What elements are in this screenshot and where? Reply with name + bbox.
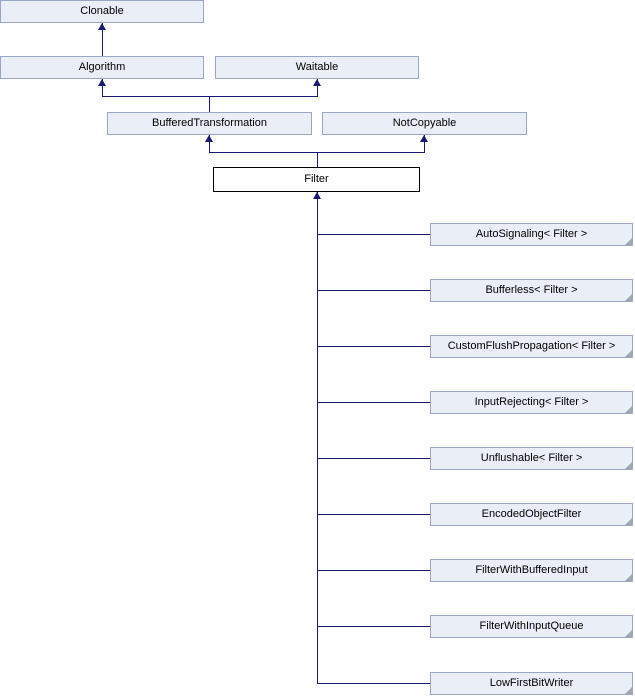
edge-branch-unflushable [317, 458, 430, 459]
class-node-clonable[interactable]: Clonable [0, 0, 204, 23]
class-node-encodedobjectfilter[interactable]: EncodedObjectFilter [430, 503, 633, 526]
class-node-notcopyable[interactable]: NotCopyable [322, 112, 527, 135]
edge-branch-bufferless [317, 290, 430, 291]
edge-branch-customflushpropagation [317, 346, 430, 347]
edge-stub-filter-top [317, 152, 318, 167]
class-node-filterwithbufferedinput[interactable]: FilterWithBufferedInput [430, 559, 633, 582]
class-node-algorithm[interactable]: Algorithm [0, 56, 204, 79]
class-node-inputrejecting[interactable]: InputRejecting< Filter > [430, 391, 633, 414]
class-node-filterwithinputqueue[interactable]: FilterWithInputQueue [430, 615, 633, 638]
class-node-waitable[interactable]: Waitable [215, 56, 419, 79]
edge-stub-waitable [317, 79, 318, 97]
edge-branch-lowfirstbitwriter [317, 683, 430, 684]
edge-stub-bt-down [209, 135, 210, 153]
class-node-customflushpropagation[interactable]: CustomFlushPropagation< Filter > [430, 335, 633, 358]
edge-trunk-derived [317, 192, 318, 684]
class-node-bufferedtransformation[interactable]: BufferedTransformation [107, 112, 312, 135]
class-node-lowfirstbitwriter[interactable]: LowFirstBitWriter [430, 672, 633, 695]
class-node-autosignaling[interactable]: AutoSignaling< Filter > [430, 223, 633, 246]
edge-stub-bufferedtransformation [209, 96, 210, 112]
edge-branch-inputrejecting [317, 402, 430, 403]
edge-algorithm-clonable [102, 23, 103, 56]
class-node-bufferless[interactable]: Bufferless< Filter > [430, 279, 633, 302]
class-node-filter-current: Filter [213, 167, 420, 192]
edge-connector-row2 [102, 96, 318, 97]
edge-branch-filterwithbufferedinput [317, 570, 430, 571]
edge-branch-encodedobjectfilter [317, 514, 430, 515]
edge-stub-notcopyable [424, 135, 425, 153]
class-node-unflushable[interactable]: Unflushable< Filter > [430, 447, 633, 470]
edge-branch-autosignaling [317, 234, 430, 235]
edge-branch-filterwithinputqueue [317, 626, 430, 627]
edge-stub-algorithm [102, 79, 103, 97]
